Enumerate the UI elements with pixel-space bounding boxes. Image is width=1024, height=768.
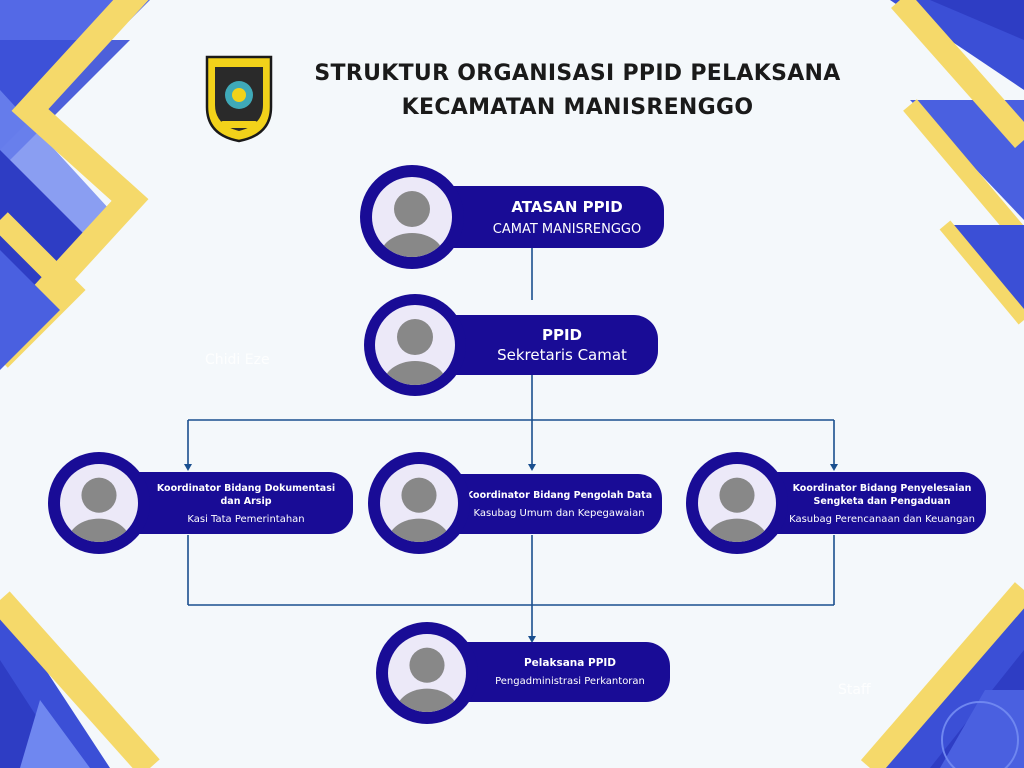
user-silhouette-icon	[395, 647, 459, 712]
avatar	[372, 177, 452, 257]
user-silhouette-icon	[67, 477, 131, 542]
node-subtitle: CAMAT MANISRENGGO	[492, 221, 642, 237]
node-subtitle: Kasubag Umum dan Kepegawaian	[473, 508, 645, 519]
node-title: PPID	[541, 326, 583, 344]
avatar	[375, 305, 455, 385]
user-silhouette-icon	[387, 477, 451, 542]
watermark-right: Staff	[838, 682, 871, 698]
avatar	[380, 464, 458, 542]
arrowhead-icon	[184, 464, 192, 471]
node-card: Koordinator Bidang Dokumentasi dan Arsip…	[115, 472, 353, 534]
node-card: Koordinator Bidang Penyelesaian Sengketa…	[752, 472, 986, 534]
page-title-line1: STRUKTUR ORGANISASI PPID PELAKSANA	[314, 61, 841, 86]
node-title: Pelaksana PPID	[523, 657, 617, 669]
user-silhouette-icon	[380, 191, 444, 257]
node-subtitle: Kasubag Perencanaan dan Keuangan	[789, 513, 975, 525]
avatar	[60, 464, 138, 542]
node-card: PPID Sekretaris Camat	[430, 315, 658, 375]
node-card: Koordinator Bidang Pengolah Data Kasubag…	[432, 474, 662, 534]
watermark-left: Chidi Eze	[205, 352, 270, 368]
page-title-line2: KECAMATAN MANISRENGGO	[401, 95, 754, 120]
arrowhead-icon	[528, 464, 536, 471]
node-subtitle: Pengadministrasi Perkantoran	[495, 676, 645, 687]
node-title: Koordinator Bidang Dokumentasi dan Arsip	[156, 482, 336, 507]
node-card: Pelaksana PPID Pengadministrasi Perkanto…	[440, 642, 670, 702]
node-subtitle: Sekretaris Camat	[497, 346, 627, 364]
user-silhouette-icon	[383, 319, 447, 385]
user-silhouette-icon	[705, 477, 769, 542]
node-subtitle: Kasi Tata Pemerintahan	[187, 513, 305, 525]
node-title: Koordinator Bidang Pengolah Data	[465, 490, 653, 501]
avatar	[698, 464, 776, 542]
logo-icon	[205, 55, 273, 143]
avatar	[388, 634, 466, 712]
arrowhead-icon	[830, 464, 838, 471]
node-title: ATASAN PPID	[511, 197, 623, 216]
arrowhead-icon	[528, 636, 536, 643]
node-title: Koordinator Bidang Penyelesaian Sengketa…	[792, 482, 972, 507]
node-card: ATASAN PPID CAMAT MANISRENGGO	[430, 186, 664, 248]
